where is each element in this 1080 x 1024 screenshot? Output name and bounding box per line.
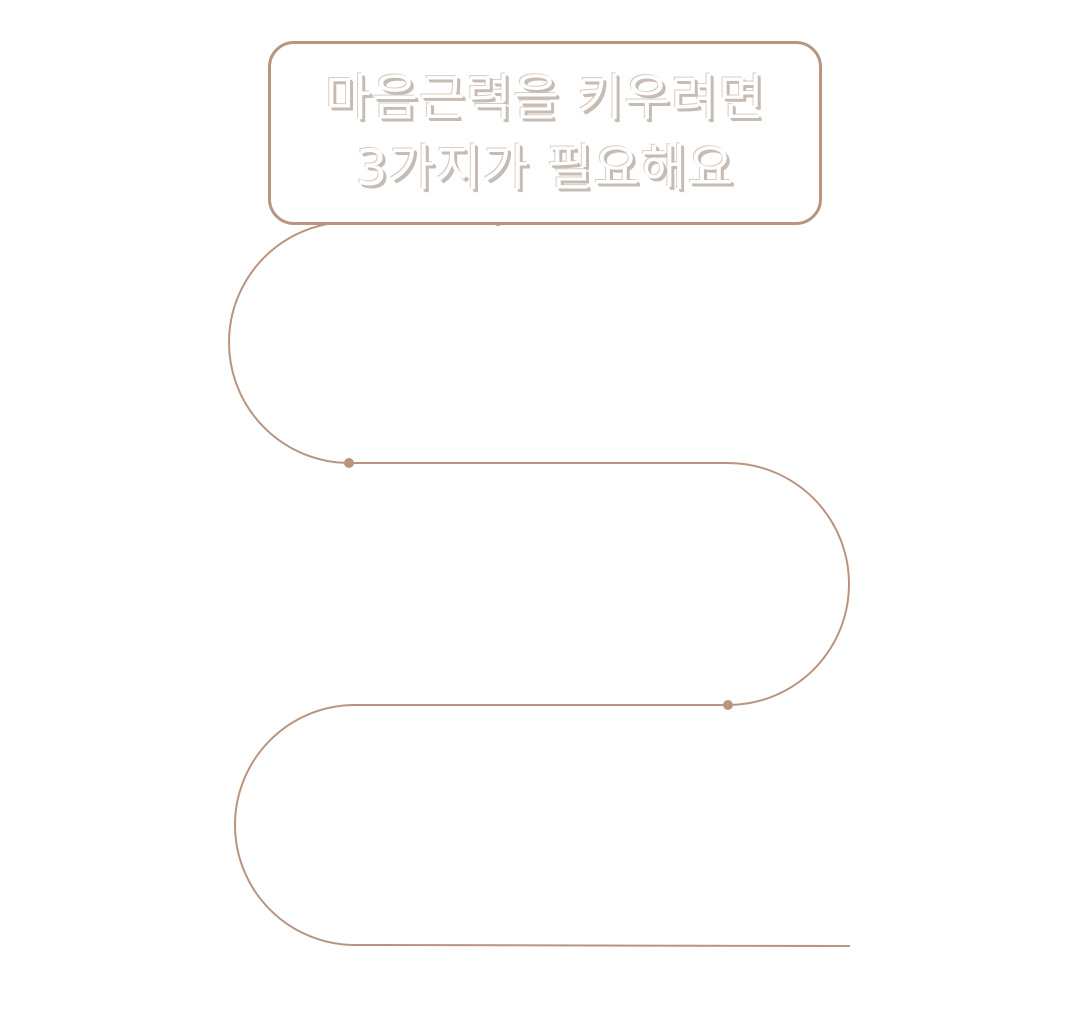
title-line-1: 마음근력을 키우려면 <box>325 69 765 127</box>
step-dot-2 <box>344 458 354 468</box>
title-line-2: 3가지가 필요해요 <box>355 139 735 197</box>
title-box: 마음근력을 키우려면 3가지가 필요해요 <box>268 41 822 225</box>
winding-path <box>228 220 851 947</box>
step-dot-3 <box>723 700 733 710</box>
